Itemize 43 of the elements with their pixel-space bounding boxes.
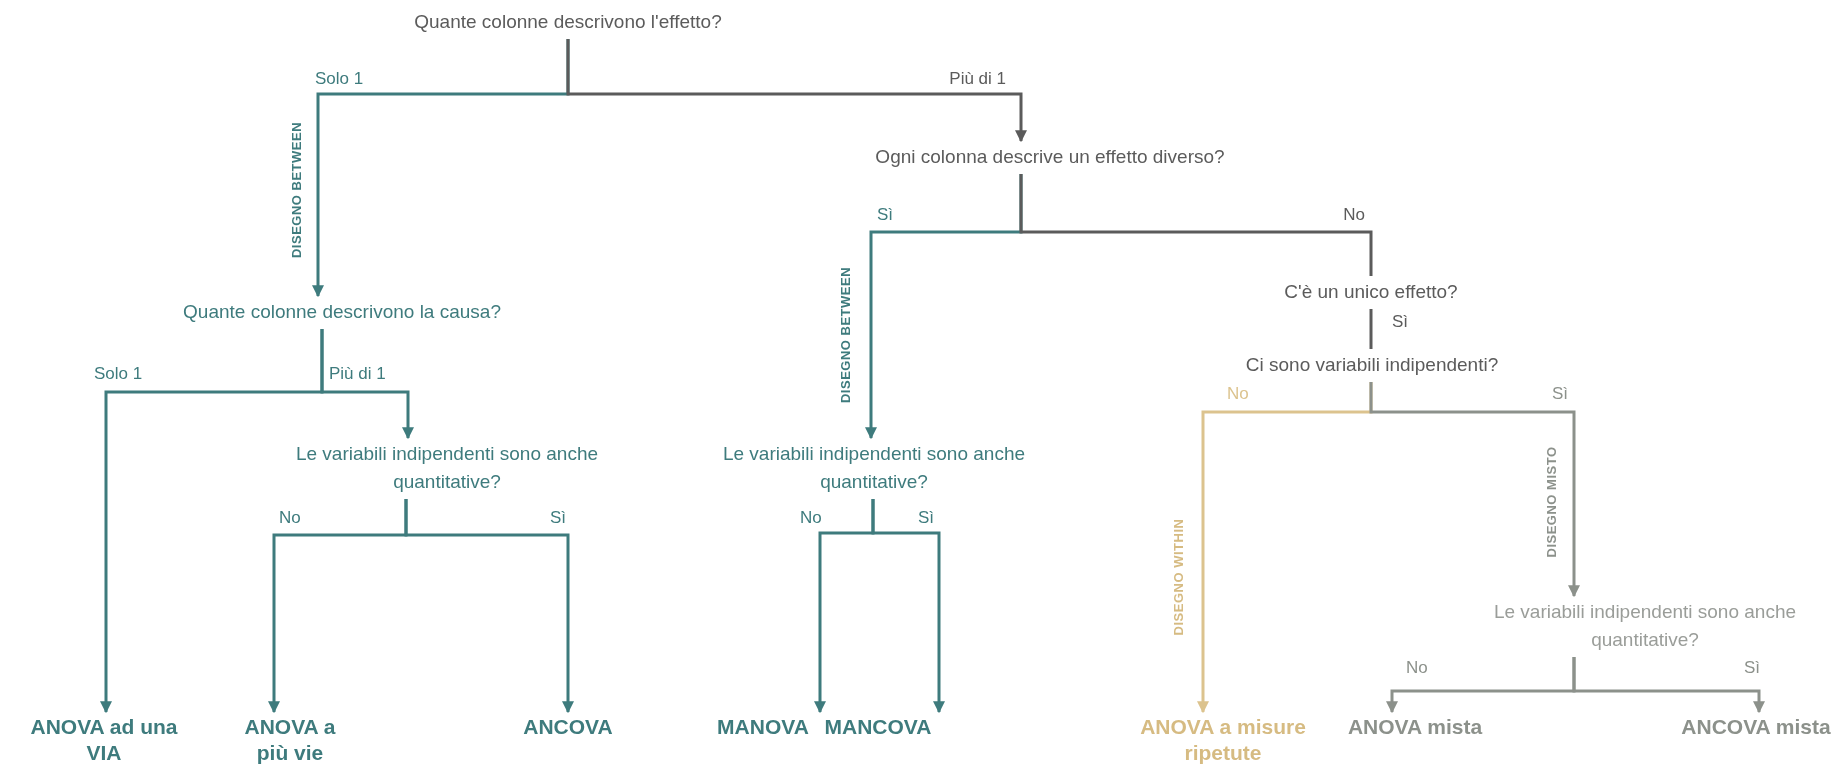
edge-label: Sì: [917, 508, 934, 528]
edge-label: Sì: [1392, 312, 1409, 332]
connector-arrow: [320, 329, 414, 440]
edge-label: Sì: [549, 508, 566, 528]
edge-label: No: [1406, 658, 1428, 678]
edge-label: Solo 1: [94, 364, 143, 384]
question-text: Le variabili indipendenti sono anche quantitative?: [262, 440, 632, 496]
edge-label: Più di 1: [949, 69, 1006, 89]
connector-line: [1019, 174, 1373, 276]
edge-label: No: [1227, 384, 1249, 404]
result-text: ANOVA mista: [1335, 714, 1495, 740]
connector-arrow: [1572, 657, 1765, 714]
design-label: DISEGNO WITHIN: [1170, 518, 1186, 636]
connector-arrow: [871, 499, 945, 714]
edge-label: Più di 1: [329, 364, 386, 384]
question-text: C'è un unico effetto?: [1241, 278, 1501, 306]
edge-label: No: [800, 508, 822, 528]
design-label: DISEGNO BETWEEN: [288, 121, 304, 259]
question-text: Quante colonne descrivono l'effetto?: [338, 8, 798, 36]
question-text: Quante colonne descrivono la causa?: [122, 298, 562, 326]
edge-label: Sì: [1551, 384, 1568, 404]
connector-arrow: [404, 499, 574, 714]
result-text: MANOVA: [711, 714, 815, 740]
design-label: DISEGNO BETWEEN: [837, 266, 853, 404]
edge-label: Sì: [1743, 658, 1760, 678]
question-text: Ci sono variabili indipendenti?: [1192, 351, 1552, 379]
edge-label: Solo 1: [315, 69, 364, 89]
result-text: MANCOVA: [820, 714, 936, 740]
design-label: DISEGNO MISTO: [1543, 446, 1559, 558]
connector-arrow: [566, 39, 1027, 143]
result-text: ANOVA a più vie: [231, 714, 349, 766]
question-text: Ogni colonna descrive un effetto diverso?: [820, 143, 1280, 171]
edge-label: No: [1343, 205, 1365, 225]
edge-label: Sì: [877, 205, 894, 225]
result-text: ANOVA ad una VIA: [20, 714, 188, 766]
result-text: ANCOVA mista: [1670, 714, 1842, 740]
connector-arrow: [1369, 382, 1580, 598]
question-text: Le variabili indipendenti sono anche quantitative?: [1460, 598, 1830, 654]
edge-label: No: [279, 508, 301, 528]
result-text: ANCOVA: [503, 714, 633, 740]
connector-line: [1369, 309, 1373, 349]
question-text: Le variabili indipendenti sono anche quantitative?: [689, 440, 1059, 496]
result-text: ANOVA a misure ripetute: [1128, 714, 1318, 766]
